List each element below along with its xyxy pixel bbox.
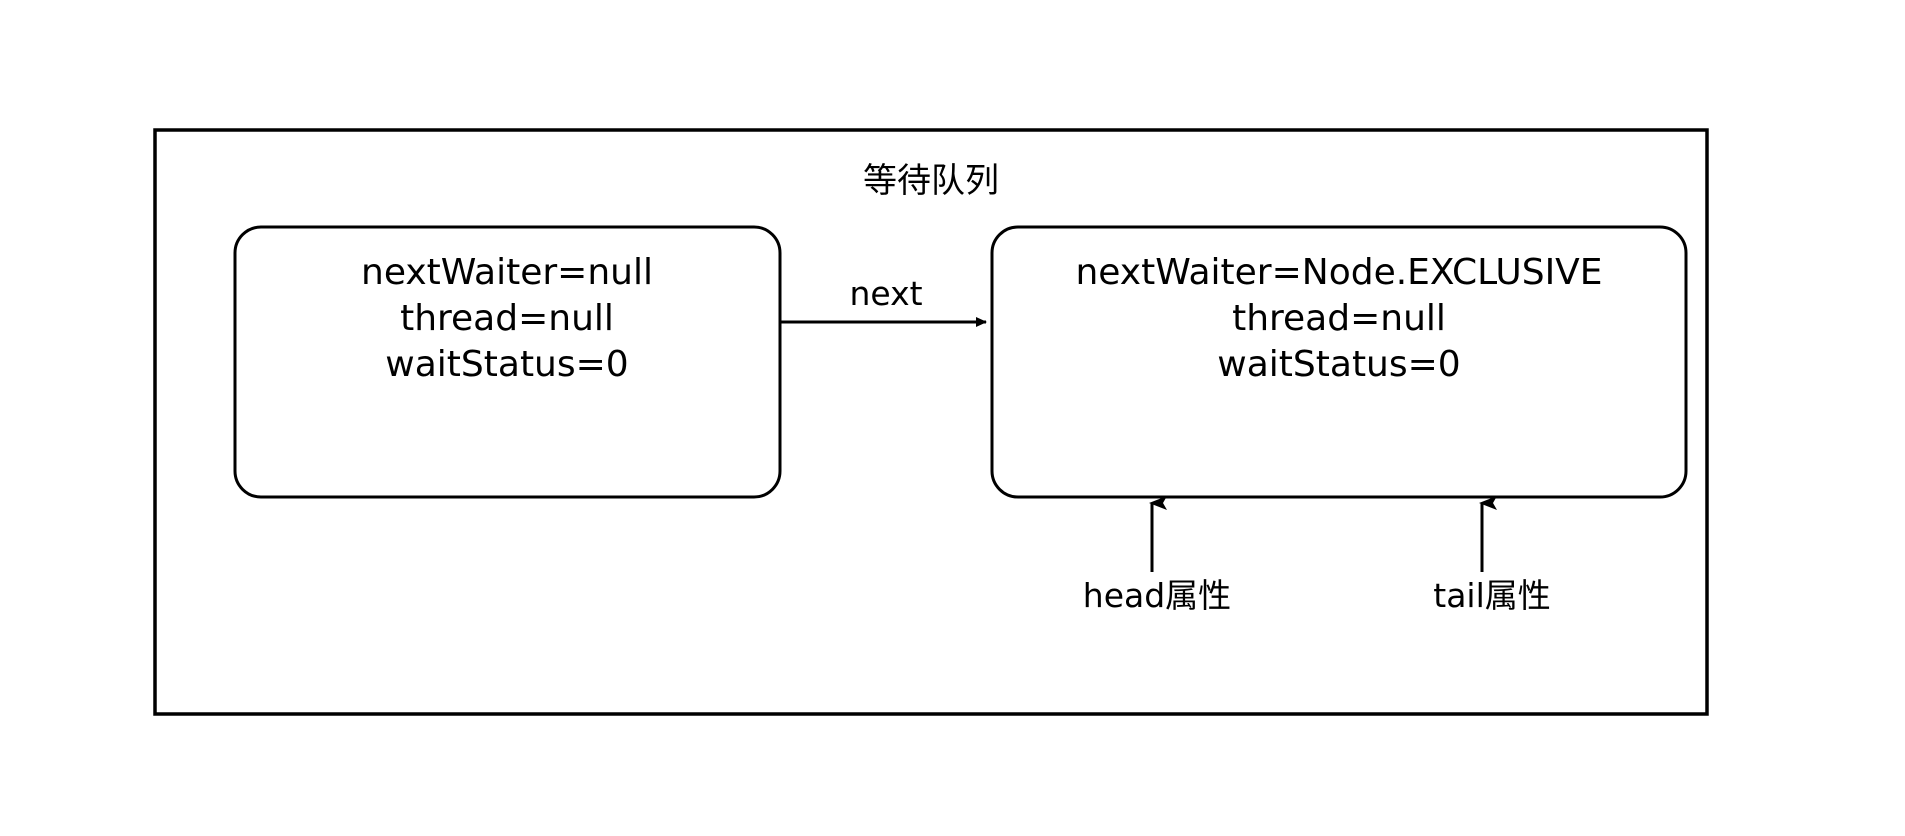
tail-node-waitstatus: waitStatus=0 [1217,344,1460,385]
diagram-title: 等待队列 [863,161,999,201]
next-edge-label: next [849,274,922,313]
head-node-thread: thread=null [400,298,614,339]
tail-annotation-label: tail属性 [1433,576,1551,615]
tail-node-nextwaiter: nextWaiter=Node.EXCLUSIVE [1075,252,1602,293]
tail-node[interactable] [990,225,1688,499]
head-node[interactable] [233,225,782,499]
head-node-nextwaiter: nextWaiter=null [361,252,653,293]
head-node-waitstatus: waitStatus=0 [385,344,628,385]
tail-node-thread: thread=null [1232,298,1446,339]
head-annotation-label: head属性 [1083,576,1231,615]
